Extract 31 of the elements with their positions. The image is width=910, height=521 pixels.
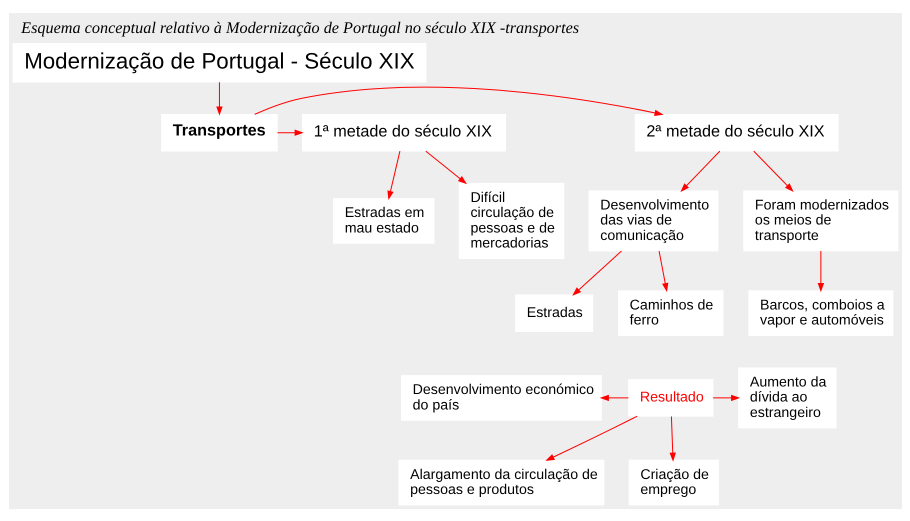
node-box: Estradas em mau estado	[332, 198, 434, 244]
node-box: Criação de emprego	[628, 459, 718, 505]
node-box: Caminhos de ferro	[618, 290, 723, 336]
arrow	[599, 394, 628, 401]
arrow	[544, 415, 637, 460]
caption: Esquema conceptual relativo à Modernização de Portugal no século XIX -transportes	[20, 18, 579, 37]
node-box: Resultado	[628, 378, 713, 416]
node-box: Modernização de Portugal - Século XIX	[12, 42, 426, 82]
node-box: 2ª metade do século XIX	[634, 113, 838, 151]
arrow	[658, 250, 668, 292]
node-box: Desenvolvimento das vias de comunicação	[588, 190, 718, 251]
arrow	[752, 150, 794, 192]
node-box: Alargamento da circulação de pessoas e produtos	[398, 459, 604, 505]
node-box: Aumento da dívida ao estrangeiro	[738, 367, 836, 428]
node-box: Desenvolvimento económico do país	[400, 374, 602, 420]
arrow	[277, 129, 304, 136]
arrow	[817, 250, 824, 292]
arrow	[712, 394, 740, 401]
arrow	[669, 416, 676, 462]
arrow	[386, 150, 400, 200]
arrow	[254, 86, 664, 116]
arrow	[424, 150, 467, 184]
arrow	[680, 150, 720, 192]
arrow	[572, 250, 622, 296]
node-box: Difícil circulação de pessoas e de mercadorias	[458, 182, 564, 258]
node-box: 1ª metade do século XIX	[302, 113, 506, 151]
node-box: Transportes	[160, 113, 278, 151]
node-box: Estradas	[514, 294, 593, 332]
arrow	[216, 82, 222, 116]
node-box: Foram modernizados os meios de transporte	[742, 190, 898, 251]
node-box: Barcos, comboios a vapor e automóveis	[748, 290, 893, 336]
